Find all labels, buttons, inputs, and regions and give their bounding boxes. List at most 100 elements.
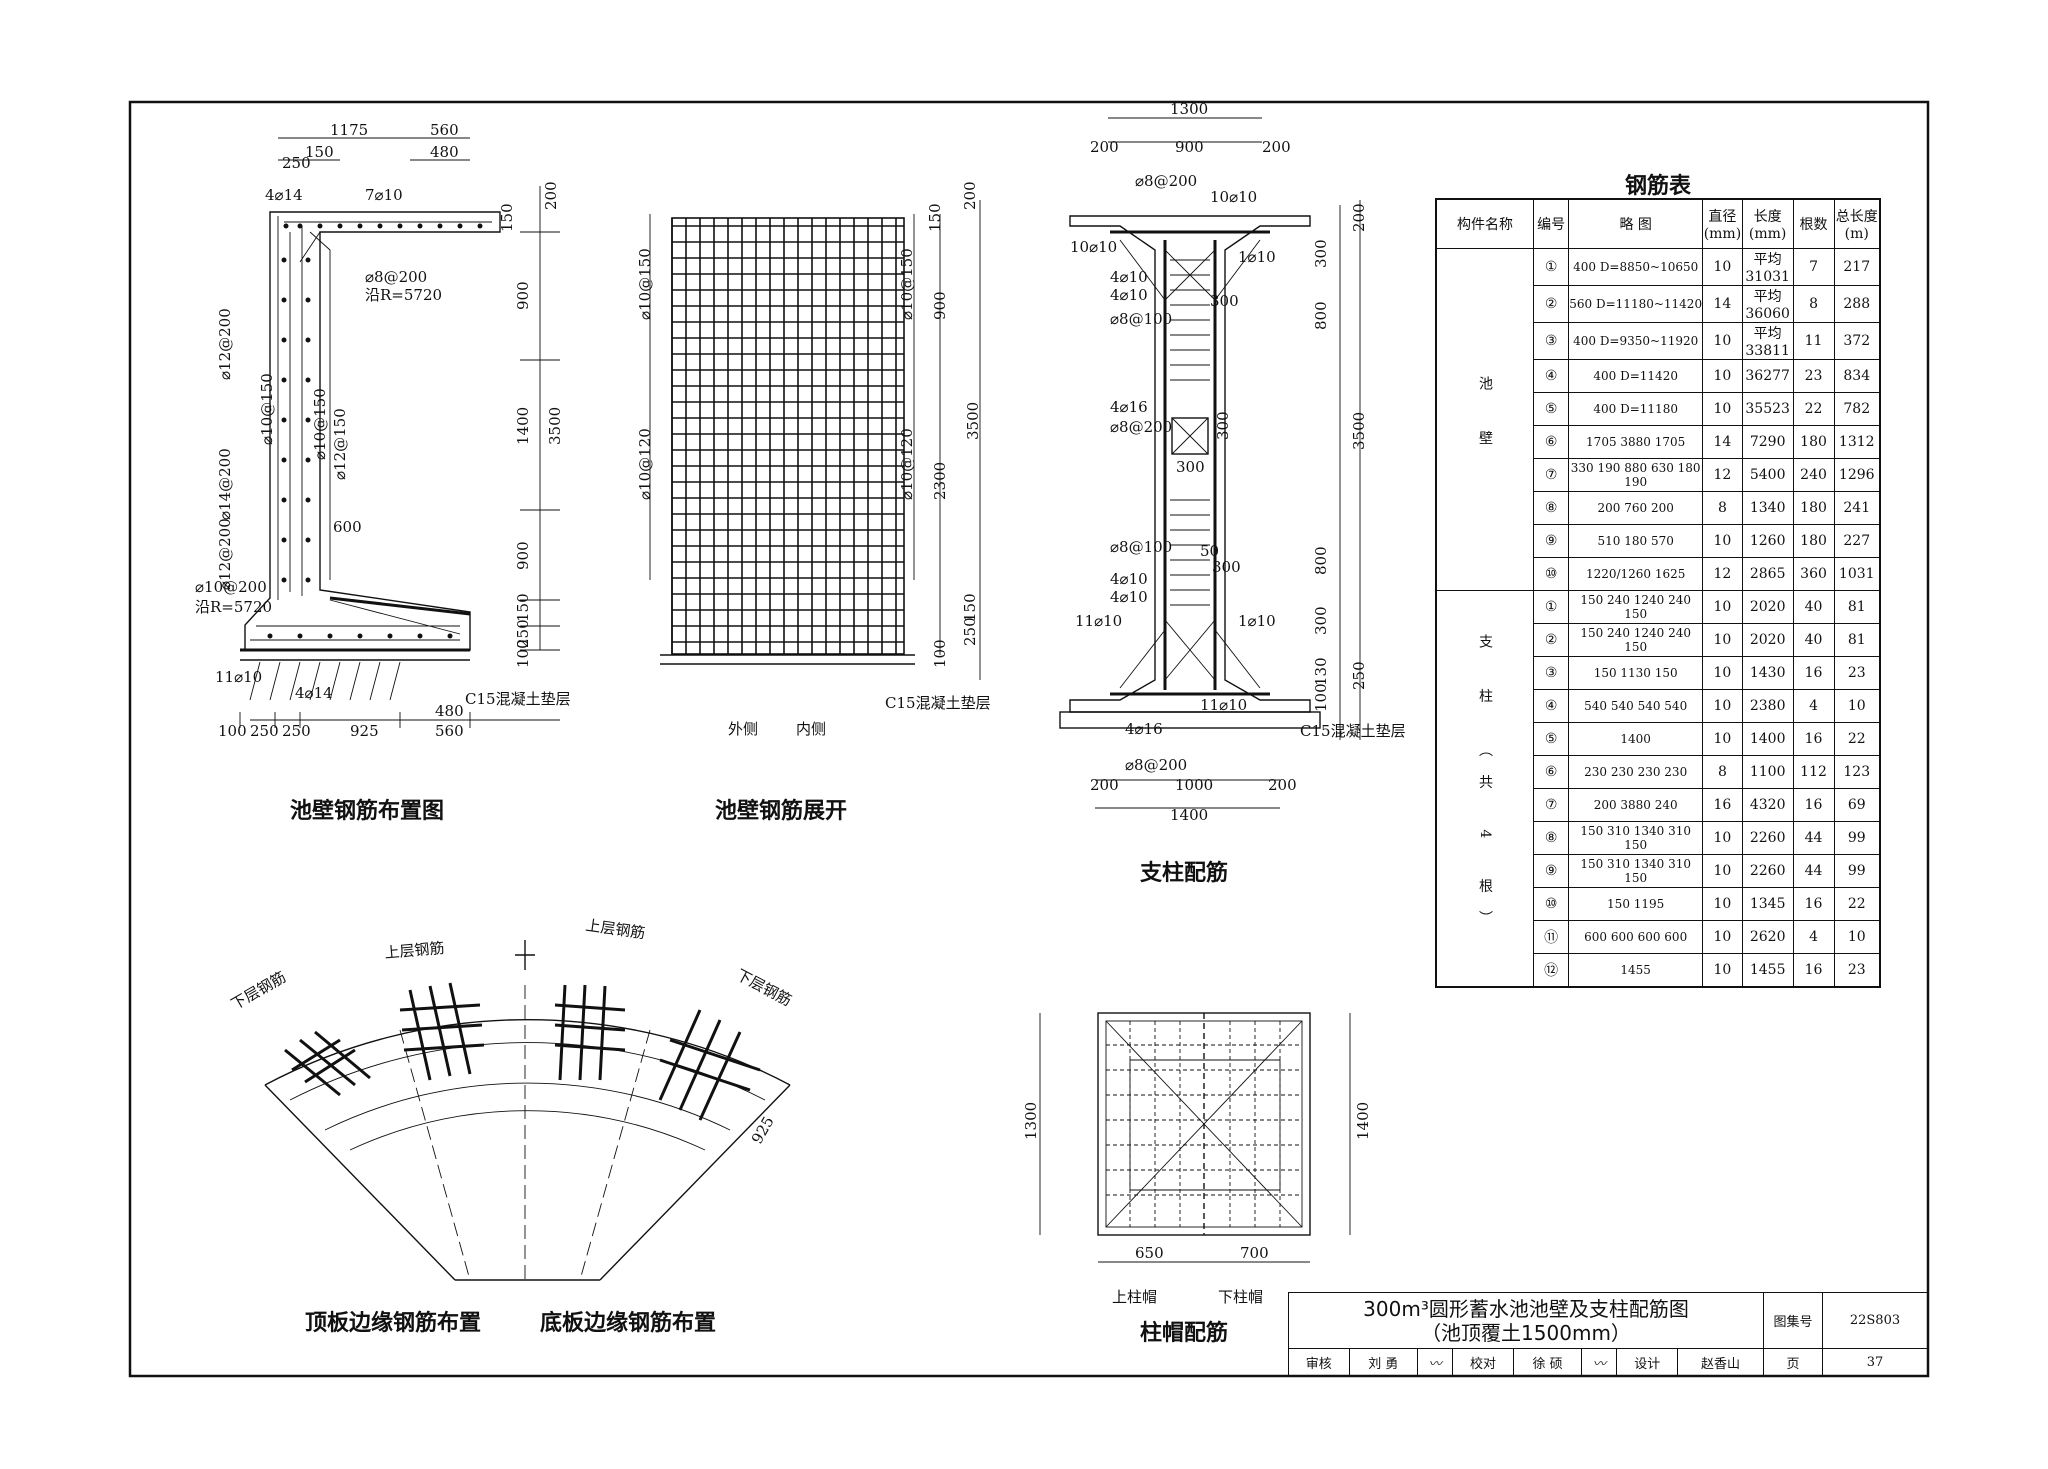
dim-r-1400: 1400 — [514, 407, 532, 445]
dim-c-300-a: 300 — [1210, 292, 1239, 310]
dim-u-900: 900 — [931, 291, 949, 320]
cell-sketch: 330 190 880 630 180 190 — [1568, 458, 1704, 492]
label-c-c15: C15混凝土垫层 — [1300, 722, 1406, 740]
cell-count: 44 — [1792, 854, 1835, 888]
cell-length: 平均31031 — [1741, 248, 1794, 286]
cell-diameter: 8 — [1702, 491, 1743, 525]
cell-length: 36277 — [1741, 359, 1794, 393]
cell-count: 16 — [1792, 953, 1835, 988]
label-c-d8-200-top: ⌀8@200 — [1135, 172, 1197, 190]
caption-column: 支柱配筋 — [1140, 860, 1228, 886]
cell-no: ⑨ — [1532, 854, 1570, 888]
dim-c-r-800-b: 800 — [1312, 546, 1330, 575]
dim-c-r-300-a: 300 — [1312, 239, 1330, 268]
label-c-4d10-c: 4⌀10 — [1110, 570, 1148, 588]
title-cell: 300m³圆形蓄水池池壁及支柱配筋图 （池顶覆土1500mm） — [1288, 1292, 1764, 1349]
cell-no: ⑥ — [1532, 425, 1570, 459]
label-u-d10-120-left: ⌀10@120 — [636, 428, 654, 500]
cell-no: ⑫ — [1532, 953, 1570, 988]
cell-length: 2380 — [1741, 689, 1794, 723]
dim-c-200-d: 200 — [1268, 776, 1297, 794]
cell-no: ⑦ — [1532, 458, 1570, 492]
dim-1175: 1175 — [330, 121, 368, 139]
cell-total: 123 — [1833, 755, 1881, 789]
caption-bottom-slab-edge: 底板边缘钢筋布置 — [540, 1310, 716, 1336]
cell-no: ⑥ — [1532, 755, 1570, 789]
cell-sketch: 510 180 570 — [1568, 524, 1704, 558]
cell-count: 180 — [1792, 425, 1835, 459]
cell-sketch: 150 1130 150 — [1568, 656, 1704, 690]
label-c-4d16-bottom: 4⌀16 — [1125, 720, 1163, 738]
cell-diameter: 10 — [1702, 953, 1743, 988]
cell-no: ⑤ — [1532, 722, 1570, 756]
label-c-11d10: 11⌀10 — [1075, 612, 1122, 630]
cell-count: 180 — [1792, 524, 1835, 558]
cell-count: 180 — [1792, 491, 1835, 525]
dim-c-200-c: 200 — [1090, 776, 1119, 794]
dim-u-200: 200 — [961, 181, 979, 210]
label-c-10d10-left: 10⌀10 — [1070, 238, 1117, 256]
edge-rebar-drawing — [264, 940, 791, 1281]
cell-diameter: 14 — [1702, 285, 1743, 323]
dim-480-bottom: 480 — [435, 702, 464, 720]
cell-total: 99 — [1833, 854, 1881, 888]
cell-length: 2260 — [1741, 854, 1794, 888]
cell-no: ④ — [1532, 689, 1570, 723]
cell-length: 1345 — [1741, 887, 1794, 921]
cell-total: 288 — [1833, 285, 1881, 323]
reviewer-signature: 〰 — [1417, 1348, 1454, 1376]
cell-no: ④ — [1532, 359, 1570, 393]
label-upper-rebar-right: 上层钢筋 — [584, 916, 646, 942]
cell-length: 2020 — [1741, 590, 1794, 624]
cell-sketch: 150 310 1340 310 150 — [1568, 821, 1704, 855]
cell-no: ② — [1532, 285, 1570, 323]
dim-edge-925: 925 — [748, 1113, 778, 1147]
cell-total: 834 — [1833, 359, 1881, 393]
cell-length: 2260 — [1741, 821, 1794, 855]
label-u-d10-150-left: ⌀10@150 — [636, 248, 654, 320]
dim-u-3500: 3500 — [964, 402, 982, 440]
label-c-4d10-a: 4⌀10 — [1110, 268, 1148, 286]
cell-diameter: 8 — [1702, 755, 1743, 789]
review-label: 审核 — [1288, 1348, 1350, 1376]
dim-r-250: 250 — [514, 619, 532, 648]
cell-no: ② — [1532, 623, 1570, 657]
label-c15-cushion: C15混凝土垫层 — [465, 690, 571, 708]
dim-r-150-b: 150 — [514, 593, 532, 622]
label-11d10: 11⌀10 — [215, 668, 262, 686]
label-c-4d10-b: 4⌀10 — [1110, 286, 1148, 304]
rebar-table-title: 钢筋表 — [1624, 174, 1691, 199]
label-d10-200: ⌀10@200 — [195, 578, 267, 596]
dim-c-900: 900 — [1175, 138, 1204, 156]
dim-560-bottom: 560 — [435, 722, 464, 740]
cell-total: 23 — [1833, 656, 1881, 690]
cell-sketch: 1705 3880 1705 — [1568, 425, 1704, 459]
cell-diameter: 10 — [1702, 854, 1743, 888]
cell-sketch: 400 D=11180 — [1568, 392, 1704, 426]
cell-sketch: 400 D=8850~10650 — [1568, 248, 1704, 286]
cell-no: ① — [1532, 248, 1570, 286]
cell-count: 16 — [1792, 788, 1835, 822]
dim-r-900-a: 900 — [514, 281, 532, 310]
cell-diameter: 10 — [1702, 524, 1743, 558]
wall-layout-texts: 1175 560 150 480 250 4⌀14 7⌀10 ⌀8@200 沿R… — [195, 121, 571, 824]
dim-c-1400: 1400 — [1170, 806, 1208, 824]
dim-c-1000: 1000 — [1175, 776, 1213, 794]
cell-diameter: 10 — [1702, 887, 1743, 921]
cell-diameter: 14 — [1702, 425, 1743, 459]
label-d12-200-top: ⌀12@200 — [216, 308, 234, 380]
col-diameter: 直径(mm) — [1702, 198, 1743, 249]
dim-250-a: 250 — [250, 722, 279, 740]
cap-drawing — [1039, 1012, 1351, 1263]
design-label: 设计 — [1616, 1348, 1678, 1376]
cell-diameter: 12 — [1702, 458, 1743, 492]
col-total: 总长度(m) — [1833, 198, 1881, 249]
edge-rebar-texts: 下层钢筋 上层钢筋 上层钢筋 下层钢筋 925 顶板边缘钢筋布置 底板边缘钢筋布… — [228, 916, 795, 1336]
col-sketch: 略 图 — [1568, 198, 1704, 249]
checker-signature: 〰 — [1581, 1348, 1618, 1376]
dim-u-100: 100 — [931, 639, 949, 668]
